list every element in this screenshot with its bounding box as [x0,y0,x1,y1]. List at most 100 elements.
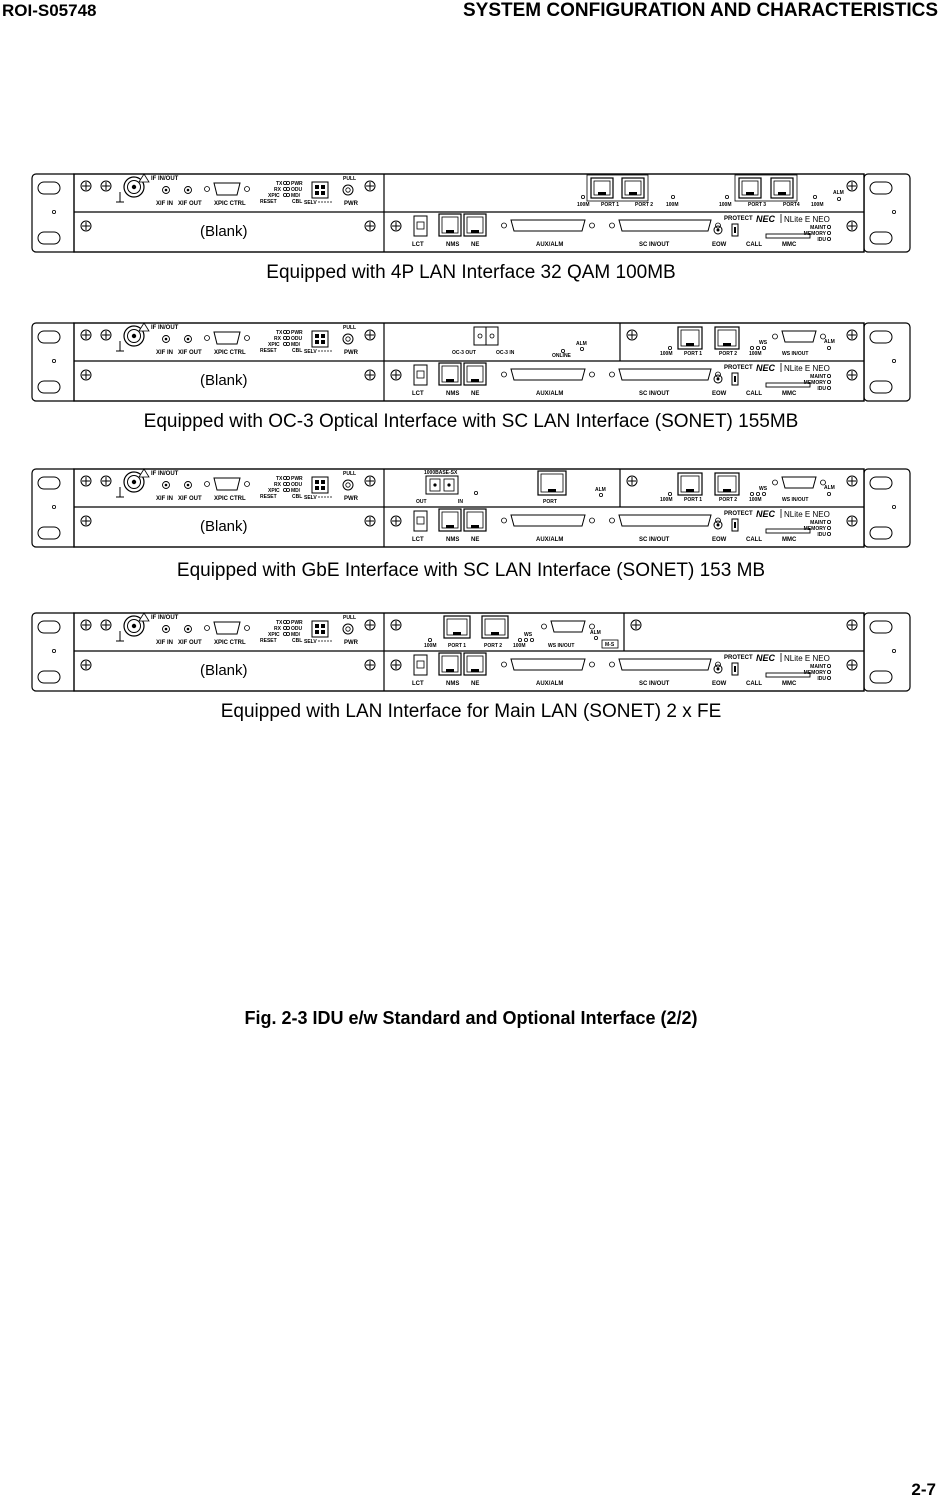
nms-port[interactable] [438,652,462,676]
power-connector[interactable] [311,330,329,348]
power-connector[interactable] [311,476,329,494]
power-connector[interactable] [311,181,329,199]
port-1-jack[interactable] [677,326,703,350]
if-in-out-connector[interactable] [123,325,145,347]
xpic-ctrl-connector[interactable] [204,621,250,635]
port-jack[interactable] [537,470,567,496]
nms-port[interactable] [438,213,462,237]
nms-port[interactable] [438,508,462,532]
idu-label: IDU [817,386,826,392]
ne-port[interactable] [463,652,487,676]
mmc-slot[interactable] [765,382,811,388]
eow-jack[interactable] [713,664,723,674]
xpic-ctrl-connector[interactable] [204,331,250,345]
lct-port[interactable] [413,215,428,237]
port-1-jack[interactable] [677,472,703,496]
rack-ear-left [31,612,79,692]
sc-in-out-connector[interactable] [609,658,721,671]
power-switch[interactable] [342,479,354,491]
pull-label: PULL [343,471,356,477]
xpic-ctrl-connector[interactable] [204,477,250,491]
eow-jack[interactable] [713,520,723,530]
eow-jack[interactable] [713,374,723,384]
maint-led-icon [827,374,832,379]
ws-label: WS [524,632,533,638]
lct-port[interactable] [413,364,428,386]
xpic-ctrl-connector[interactable] [204,182,250,196]
pull-label: PULL [343,325,356,331]
rack-ear-right [863,173,911,253]
figure-caption: Fig. 2-3 IDU e/w Standard and Optional I… [244,1008,698,1028]
xif-out-connector[interactable] [184,335,192,343]
oc3-optical-connector[interactable] [473,326,499,346]
xpic-ctrl-label: XPIC CTRL [214,496,246,502]
ne-port[interactable] [463,213,487,237]
led-icon [581,194,586,199]
document-id: ROI-S05748 [2,1,97,20]
mmc-slot[interactable] [765,233,811,239]
led-icon [750,345,755,350]
ne-label: NE [471,681,479,687]
nec-logo: NEC [756,214,776,224]
call-button[interactable] [731,372,739,386]
port-2-jack[interactable] [714,326,740,350]
alm-label: ALM [824,339,835,345]
led-icon [427,637,432,642]
port-3-jack[interactable] [738,177,762,199]
port-1-jack[interactable] [590,177,614,199]
ws-in-out-connector[interactable] [772,476,826,489]
sc-in-out-connector[interactable] [609,219,721,232]
screw-icon [390,220,402,232]
call-button[interactable] [731,518,739,532]
lct-port[interactable] [413,510,428,532]
gbe-optical-connector[interactable] [425,475,459,495]
power-switch[interactable] [342,184,354,196]
mmc-slot[interactable] [765,528,811,534]
xif-in-connector[interactable] [162,186,170,194]
port-2-jack[interactable] [481,615,509,639]
port-1-jack[interactable] [443,615,471,639]
ne-port[interactable] [463,508,487,532]
xif-out-connector[interactable] [184,625,192,633]
aux-alm-connector[interactable] [501,658,595,671]
ws-in-out-connector[interactable] [772,330,826,343]
power-connector[interactable] [311,620,329,638]
m-s-badge: M-S [601,639,619,649]
sc-in-out-connector[interactable] [609,514,721,527]
lct-port[interactable] [413,654,428,676]
if-in-out-connector[interactable] [123,471,145,493]
screw-icon [100,475,112,487]
aux-alm-connector[interactable] [501,368,595,381]
call-button[interactable] [731,223,739,237]
ne-port[interactable] [463,362,487,386]
power-switch[interactable] [342,623,354,635]
xif-out-connector[interactable] [184,481,192,489]
call-button[interactable] [731,662,739,676]
xif-out-connector[interactable] [184,186,192,194]
power-switch[interactable] [342,333,354,345]
xpic-label: XPIC [268,342,280,348]
rack-ear-right [863,468,911,548]
led-icon [473,490,478,495]
aux-alm-connector[interactable] [501,219,595,232]
xif-in-connector[interactable] [162,625,170,633]
pwr-led-icon [285,180,290,185]
nms-port[interactable] [438,362,462,386]
port-4-jack[interactable] [770,177,794,199]
memory-led-icon [827,670,832,675]
screw-icon [846,659,858,671]
xif-in-connector[interactable] [162,335,170,343]
xif-in-connector[interactable] [162,481,170,489]
screw-icon [100,180,112,192]
sc-in-out-connector[interactable] [609,368,721,381]
if-in-out-connector[interactable] [123,176,145,198]
if-in-out-connector[interactable] [123,615,145,637]
mmc-slot[interactable] [765,672,811,678]
port-2-jack[interactable] [621,177,645,199]
ws-in-out-connector[interactable] [541,620,595,633]
led-icon [750,491,755,496]
eow-jack[interactable] [713,225,723,235]
aux-alm-connector[interactable] [501,514,595,527]
pwr-led-label: PWR [291,330,303,336]
port-2-jack[interactable] [714,472,740,496]
